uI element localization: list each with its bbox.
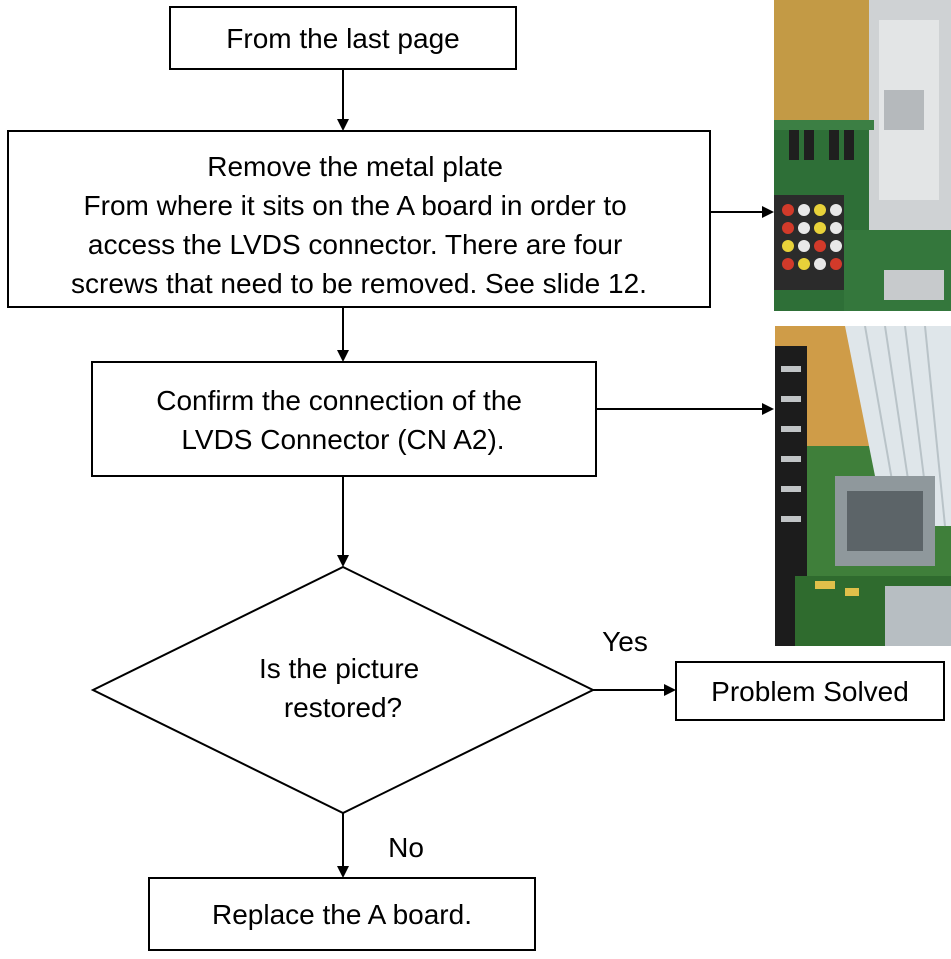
confirm-text: Confirm the connection of the LVDS Conne… — [156, 385, 530, 455]
replace-board-box — [148, 877, 536, 951]
replace-board-text: Replace the A board. — [212, 899, 472, 930]
circuit-board-photo-icon — [774, 0, 951, 311]
problem-solved-text: Problem Solved — [711, 676, 909, 707]
decision-line: restored? — [284, 692, 402, 723]
remove-plate-text: Remove the metal plate From where it sit… — [71, 151, 647, 299]
problem-solved-box — [675, 661, 945, 721]
decision-diamond — [90, 565, 596, 815]
lvds-connector-photo — [775, 326, 951, 646]
lvds-connector-photo-icon — [775, 326, 951, 646]
confirm-box — [91, 361, 597, 477]
remove-plate-line: screws that need to be removed. See slid… — [71, 268, 647, 299]
decision-line: Is the picture — [259, 653, 419, 684]
remove-plate-line: Remove the metal plate — [207, 151, 503, 182]
decision-text: Is the picture restored? — [259, 653, 427, 723]
confirm-line: Confirm the connection of the — [156, 385, 522, 416]
yes-label: Yes — [602, 626, 648, 657]
remove-plate-line: access the LVDS connector. There are fou… — [88, 229, 622, 260]
remove-plate-line: From where it sits on the A board in ord… — [84, 190, 627, 221]
start-box-text: From the last page — [226, 23, 459, 54]
remove-plate-box — [7, 130, 711, 308]
confirm-line: LVDS Connector (CN A2). — [181, 424, 504, 455]
start-box — [169, 6, 517, 70]
no-label: No — [388, 832, 424, 863]
a-board-photo — [774, 0, 951, 311]
